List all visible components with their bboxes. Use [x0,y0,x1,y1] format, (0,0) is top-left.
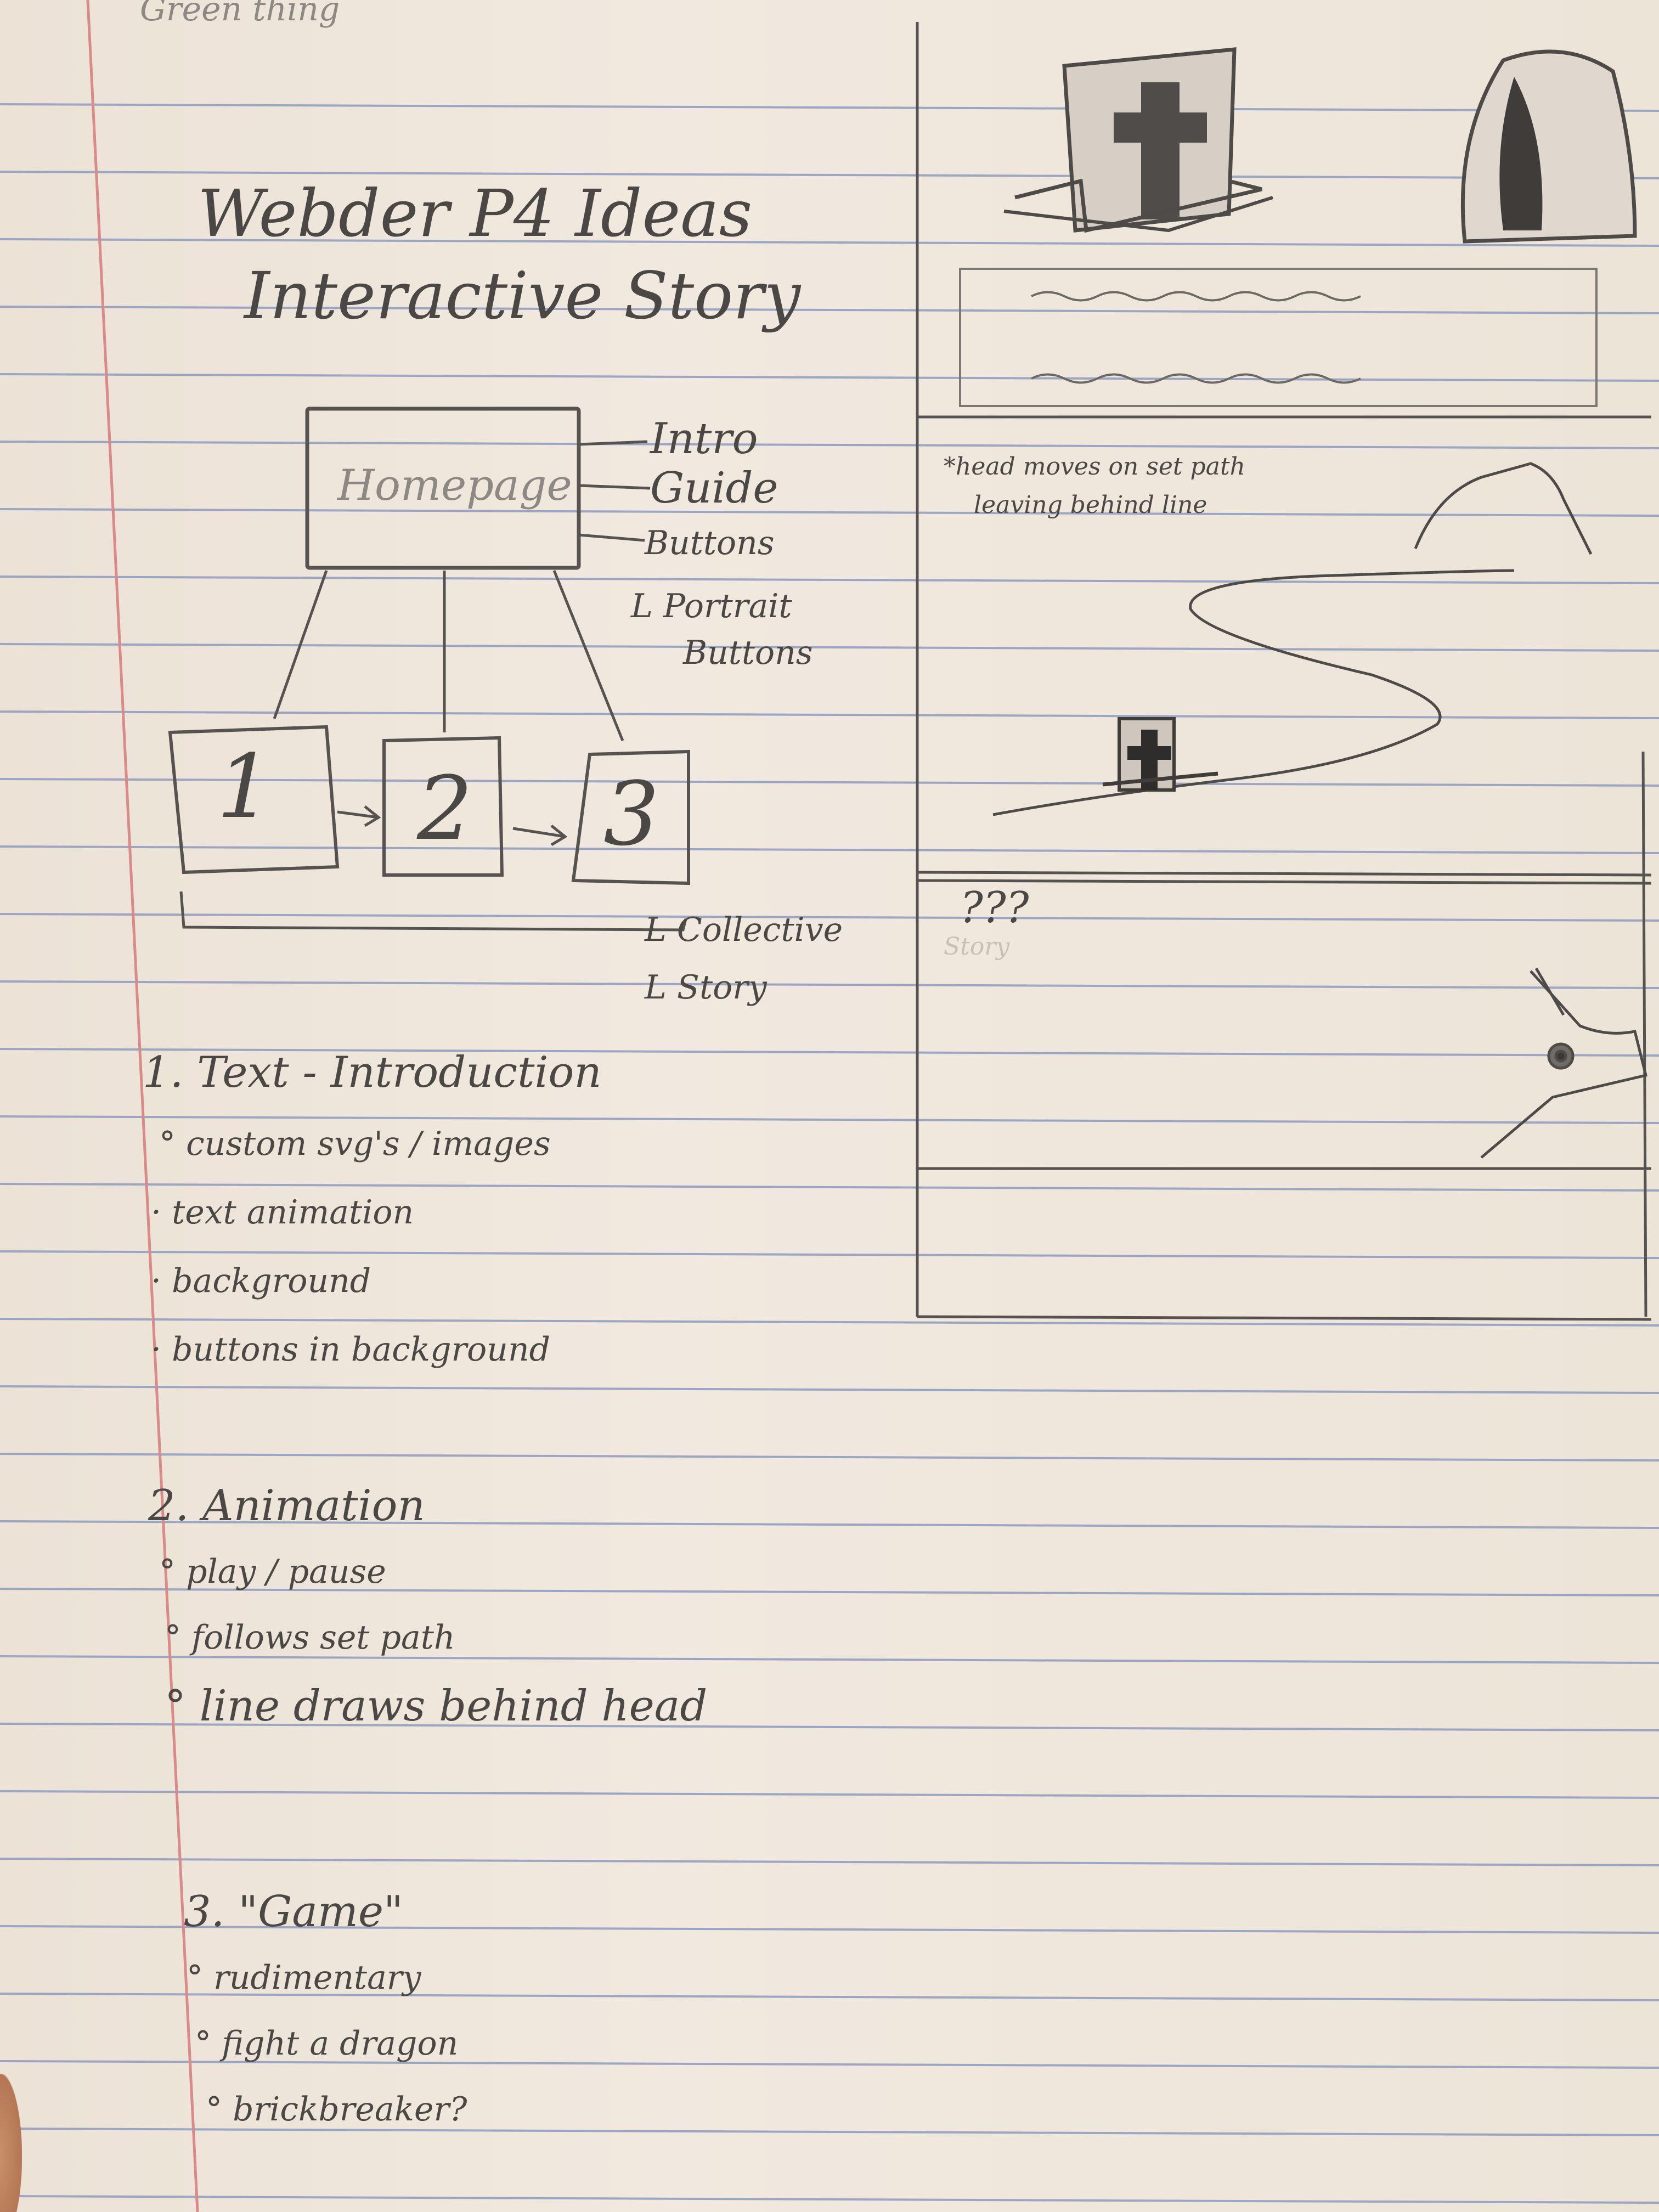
rule-line [0,1318,1659,1327]
section-2-title: Animation [202,1481,425,1531]
rule-line [0,1925,1659,1934]
section-1-heading: 1. Text - Introduction [143,1048,602,1097]
rule-line [0,441,1659,449]
storyboard-frame [916,22,1652,1321]
section-2-bullet: ° play / pause [159,1553,386,1591]
dragon-sketch [1480,967,1648,1159]
section-2-number: 2. [148,1481,189,1531]
story-note: L Story [645,968,767,1007]
rule-line [0,1790,1659,1799]
rule-line [0,778,1659,787]
section-1-bullet: · buttons in background [151,1330,550,1369]
path-note: *head moves on set path [944,453,1245,481]
rule-line [0,103,1659,112]
page-box-3 [571,749,690,885]
path-note-2: leaving behind line [974,491,1207,519]
rule-line [0,2128,1659,2136]
rule-line [0,1250,1659,1259]
rule-line [0,1385,1659,1394]
rule-line [0,373,1659,382]
mountain-sketch [1414,462,1593,555]
section-2-heading: 2. Animation [148,1481,425,1531]
collective-bracket [179,891,687,932]
text-squiggle-1 [1031,291,1361,302]
hood-sketch [1460,49,1637,244]
page-number-1: 1 [217,735,273,838]
section-1-bullet: · text animation [151,1193,414,1232]
question-marks: ??? [960,883,1029,933]
page-title: Webder P4 Ideas [198,176,753,251]
connector-3 [552,570,624,741]
rule-line [0,913,1659,922]
rule-line [0,845,1659,854]
annotation-buttons: Buttons [645,524,775,562]
annotation-intro: Intro [650,414,758,464]
rule-line [0,1520,1659,1529]
section-1-bullet: · background [151,1262,371,1300]
connector-1 [273,570,328,719]
rule-line [0,1453,1659,1462]
rule-line [0,980,1659,989]
knight-helmet-sketch [1003,47,1273,233]
head-path-curve [992,569,1515,816]
rule-line [0,1993,1659,2001]
section-3-heading: 3. "Game" [184,1887,403,1937]
collective-note: L Collective [645,911,843,949]
section-3-number: 3. [184,1887,225,1937]
homepage-label: Homepage [337,461,572,510]
thumb [0,2074,22,2212]
arrow-1-2 [337,805,381,827]
page-number-3: 3 [603,763,659,865]
section-3-bullet: ° brickbreaker? [206,2090,467,2129]
section-2-bullet: ° line draws behind head [165,1681,708,1731]
section-3-title: "Game" [238,1887,403,1937]
buttons-tick [578,533,645,542]
portrait-buttons-note: Buttons [683,634,813,672]
annotation-guide: Guide [650,464,778,513]
guide-tick [578,484,651,490]
rule-line [0,1655,1659,1664]
rule-line [0,1115,1659,1124]
page-box-2 [382,736,504,877]
section-1-title: Text - Introduction [197,1048,602,1097]
margin-line [86,0,199,2212]
homepage-box [305,407,581,570]
rule-line [0,238,1659,247]
rule-line [0,508,1659,517]
rule-line [0,1723,1659,1731]
section-1-bullet: ° custom svg's / images [159,1125,551,1163]
section-3-bullet: ° fight a dragon [195,2024,459,2063]
rule-line [0,643,1659,652]
rule-line [0,2060,1659,2069]
corner-note: Green thing [140,0,340,29]
rule-line [0,1048,1659,1057]
arrow-2-3 [512,825,568,847]
moving-head-sketch [1102,717,1218,792]
portrait-note: L Portrait [631,587,792,625]
section-2-bullet: ° follows set path [165,1618,455,1657]
rule-line [0,575,1659,584]
rule-line [0,1588,1659,1596]
page-box-1 [168,725,340,874]
rule-line [0,1858,1659,1866]
text-squiggle-2 [1031,373,1361,384]
rule-line [0,171,1659,179]
section-1-number: 1. [143,1048,184,1097]
page-subtitle: Interactive Story [244,258,801,334]
rule-line [0,1183,1659,1192]
rule-line [0,2195,1659,2204]
rule-line [0,306,1659,314]
text-panel [959,268,1598,407]
page-number-2: 2 [417,757,473,860]
faint-story-word: Story [944,933,1010,961]
intro-tick [578,440,648,446]
section-3-bullet: ° rudimentary [187,1959,421,1997]
